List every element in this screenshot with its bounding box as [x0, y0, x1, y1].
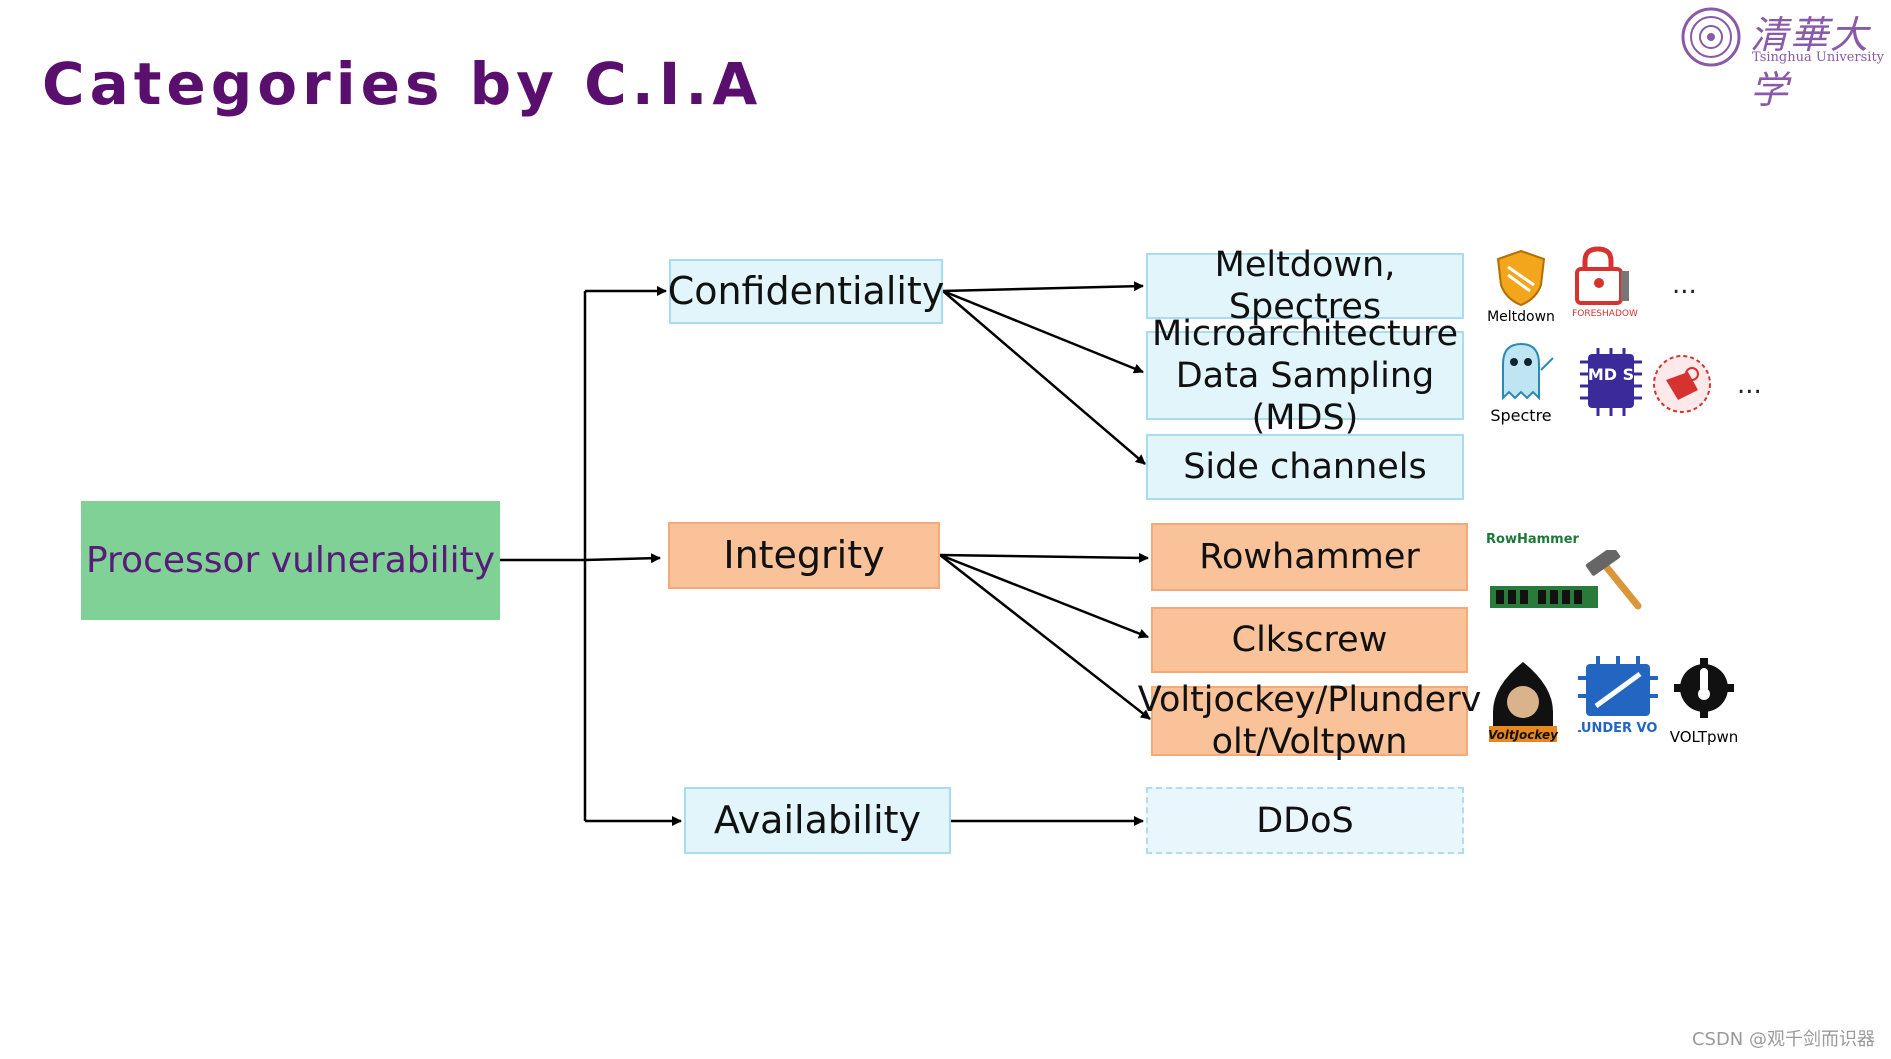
arrow-to-clkscrew — [939, 553, 1149, 639]
more-icons-ellipsis-1: ... — [1672, 270, 1697, 300]
university-name-chinese: 清華大学 — [1750, 13, 1871, 112]
arrow-to-meltdown-spectres — [942, 281, 1144, 293]
page-title: Categories by C.I.A — [42, 50, 763, 118]
side-channels-node: Side channels — [1146, 434, 1464, 500]
ddos-node: DDoS — [1146, 787, 1464, 854]
plundervolt-icon-text: PLUNDER VOLT — [1578, 721, 1658, 736]
more-icons-ellipsis-2: ... — [1737, 370, 1762, 400]
zombieload-icon — [1648, 350, 1716, 418]
mds-node: Microarchitecture Data Sampling (MDS) — [1146, 314, 1464, 438]
mds-node-line2: Data Sampling (MDS) — [1175, 355, 1435, 438]
mds-node-line1: Microarchitecture — [1152, 313, 1458, 354]
mds-icon: MD S — [1578, 348, 1644, 418]
voltjockey-icon-text: VoltJockey — [1488, 728, 1559, 742]
rowhammer-icon-label: RowHammer — [1486, 532, 1579, 547]
arrow-to-rowhammer — [939, 552, 1149, 563]
processor-vulnerability-node: Processor vulnerability — [81, 501, 500, 620]
meltdown-spectres-node: Meltdown, Spectres — [1146, 245, 1464, 327]
clkscrew-node: Clkscrew — [1151, 607, 1468, 673]
voltjockey-node-line2: olt/Voltpwn — [1211, 722, 1408, 762]
voltjockey-icon: VoltJockey — [1483, 656, 1563, 746]
voltjockey-plundervolt-voltpwn-node: Voltjockey/Plunderv olt/Voltpwn — [1138, 680, 1482, 762]
rowhammer-icon: RowHammer — [1486, 532, 1646, 614]
rowhammer-node: Rowhammer — [1151, 523, 1468, 591]
arrow-to-side-channels — [942, 290, 1146, 465]
spectre-caption: Spectre — [1490, 406, 1552, 425]
mds-icon-text: MD S — [1588, 365, 1634, 384]
voltjockey-node-line1: Voltjockey/Plunderv — [1137, 680, 1482, 720]
voltpwn-icon: VOLTpwn — [1664, 652, 1744, 746]
university-seal-icon — [1681, 7, 1741, 67]
arrow-to-voltjockey — [939, 554, 1151, 720]
watermark: CSDN @观千剑而识器 — [1691, 1029, 1875, 1050]
integrity-node: Integrity — [668, 522, 940, 589]
spectre-icon: Spectre — [1483, 340, 1559, 425]
voltpwn-caption: VOLTpwn — [1669, 728, 1739, 746]
university-logo: 清華大学 Tsinghua University — [1680, 4, 1885, 112]
foreshadow-caption: FORESHADOW — [1572, 309, 1638, 319]
plundervolt-icon: PLUNDER VOLT — [1564, 656, 1673, 746]
meltdown-icon: Meltdown — [1486, 247, 1556, 325]
university-name-english: Tsinghua University — [1752, 50, 1885, 65]
arrow-to-integrity — [584, 553, 661, 564]
arrow-to-mds — [942, 289, 1144, 374]
confidentiality-node: Confidentiality — [668, 259, 944, 324]
foreshadow-icon: FORESHADOW — [1565, 245, 1645, 323]
meltdown-caption: Meltdown — [1487, 309, 1555, 325]
availability-node: Availability — [684, 787, 951, 854]
